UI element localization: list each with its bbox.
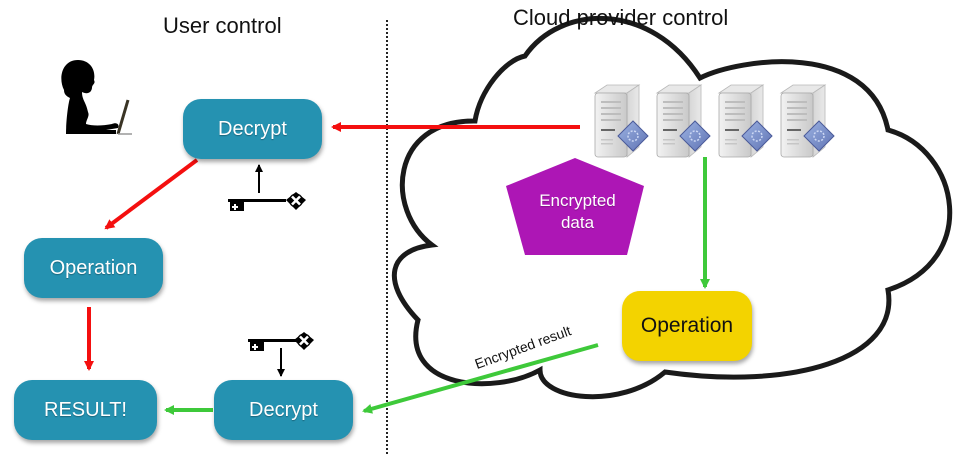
arrow-decrypt-to-operation	[104, 158, 199, 230]
cloud-control-heading: Cloud provider control	[513, 5, 729, 30]
server-icon	[593, 84, 649, 158]
server-icon	[779, 84, 835, 158]
decrypt-node-bottom: Decrypt	[214, 380, 353, 440]
server-group	[593, 84, 835, 158]
encrypted-data-line2: data	[560, 213, 595, 232]
encrypted-data-line1: Encrypted	[539, 191, 616, 210]
cloud-outline	[391, 16, 953, 400]
key-icon	[248, 332, 314, 351]
result-node: RESULT!	[14, 380, 157, 440]
arrow-cloud-operation-to-decrypt	[362, 343, 599, 414]
server-icon	[655, 84, 711, 158]
decrypt-node-top: Decrypt	[183, 99, 322, 159]
person-at-laptop-icon	[61, 60, 132, 135]
encrypted-data-shape	[506, 158, 644, 255]
operation-node-user: Operation	[24, 238, 163, 298]
encrypted-data-label: Encrypted data	[530, 190, 625, 234]
operation-node-cloud: Operation	[622, 291, 752, 361]
user-control-heading: User control	[163, 13, 282, 38]
server-icon	[717, 84, 773, 158]
key-icon	[228, 192, 306, 211]
